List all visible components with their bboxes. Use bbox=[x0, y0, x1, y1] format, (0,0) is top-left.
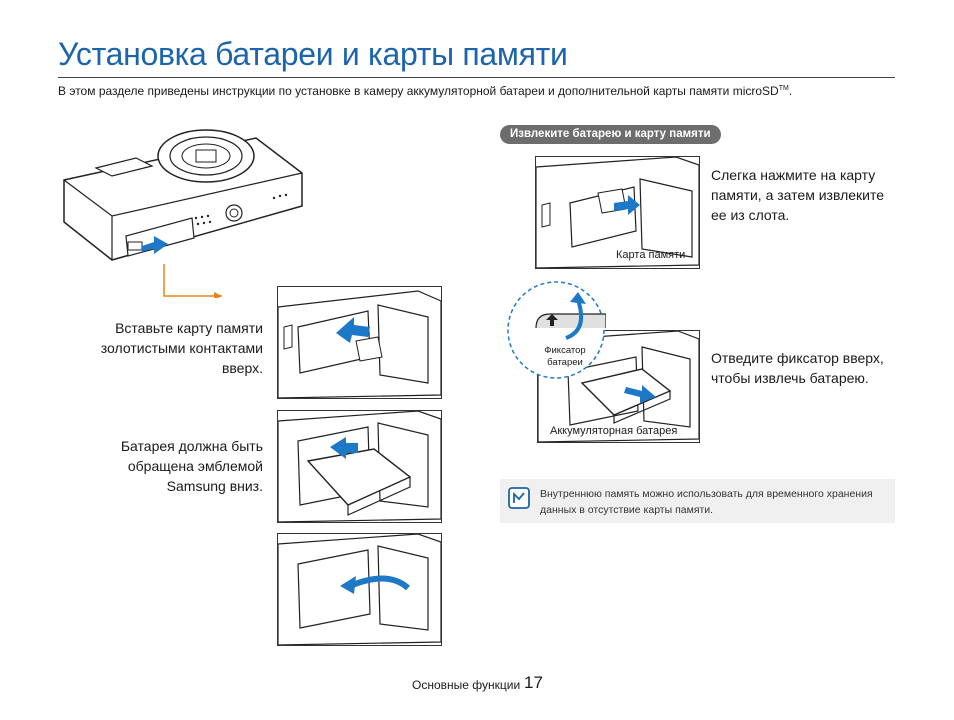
note-pen-icon bbox=[508, 487, 530, 509]
intro-paragraph: В этом разделе приведены инструкции по у… bbox=[58, 84, 792, 98]
latch-magnifier bbox=[506, 280, 607, 380]
close-door-figure bbox=[277, 533, 442, 646]
insert-card-figure bbox=[277, 286, 442, 399]
battery-caption: Аккумуляторная батарея bbox=[550, 425, 678, 437]
step-insert-card-text: Вставьте карту памяти золотистыми контак… bbox=[100, 320, 263, 376]
note-text: Внутреннюю память можно использовать для… bbox=[540, 488, 873, 516]
page-number: 17 bbox=[524, 673, 543, 692]
title-divider bbox=[58, 77, 895, 78]
remove-card-instruction: Слегка нажмите на карту памяти, а затем … bbox=[711, 167, 885, 223]
camera-illustration bbox=[56, 118, 306, 300]
remove-battery-instruction: Отведите фиксатор вверх, чтобы извлечь б… bbox=[711, 350, 884, 386]
card-caption: Карта памяти bbox=[616, 249, 686, 261]
page-title: Установка батареи и карты памяти bbox=[58, 36, 568, 72]
footer-section: Основные функции bbox=[412, 678, 521, 692]
step-insert-battery-text: Батарея должна быть обращена эмблемой Sa… bbox=[120, 438, 263, 494]
note-box: Внутреннюю память можно использовать для… bbox=[500, 479, 895, 523]
remove-card-figure bbox=[535, 156, 700, 269]
latch-label: Фиксатор батареи bbox=[544, 345, 586, 368]
insert-battery-figure bbox=[277, 410, 442, 523]
removal-heading: Извлеките батарею и карту памяти bbox=[500, 125, 721, 144]
trademark-mark: TM bbox=[778, 85, 789, 92]
intro-end: . bbox=[788, 84, 793, 98]
intro-text: В этом разделе приведены инструкции по у… bbox=[58, 84, 779, 98]
